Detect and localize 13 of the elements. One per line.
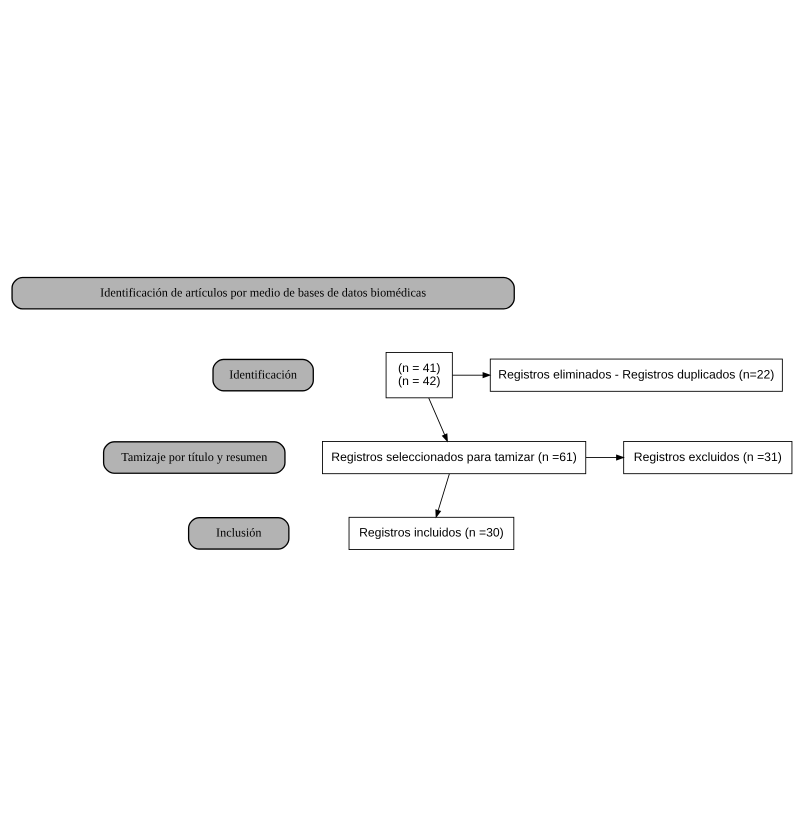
node-box: (n = 41) (n = 42)	[386, 352, 453, 398]
arrow	[435, 473, 450, 518]
node-box: Registros eliminados - Registros duplicados (n=22)	[490, 358, 783, 392]
node-box: Registros excluidos (n =31)	[623, 440, 792, 474]
arrow	[428, 398, 448, 442]
node-box: Identificación	[212, 358, 314, 392]
node-box: Registros incluidos (n =30)	[348, 516, 514, 550]
node-box: Registros seleccionados para tamizar (n =61)	[322, 440, 586, 474]
arrow	[452, 372, 492, 378]
node-box: Tamizaje por título y resumen	[102, 441, 286, 474]
node-box: Identificación de artículos por medio de bases de datos biomédicas	[11, 276, 515, 310]
node-box: Inclusión	[188, 517, 290, 550]
arrow	[585, 454, 625, 461]
